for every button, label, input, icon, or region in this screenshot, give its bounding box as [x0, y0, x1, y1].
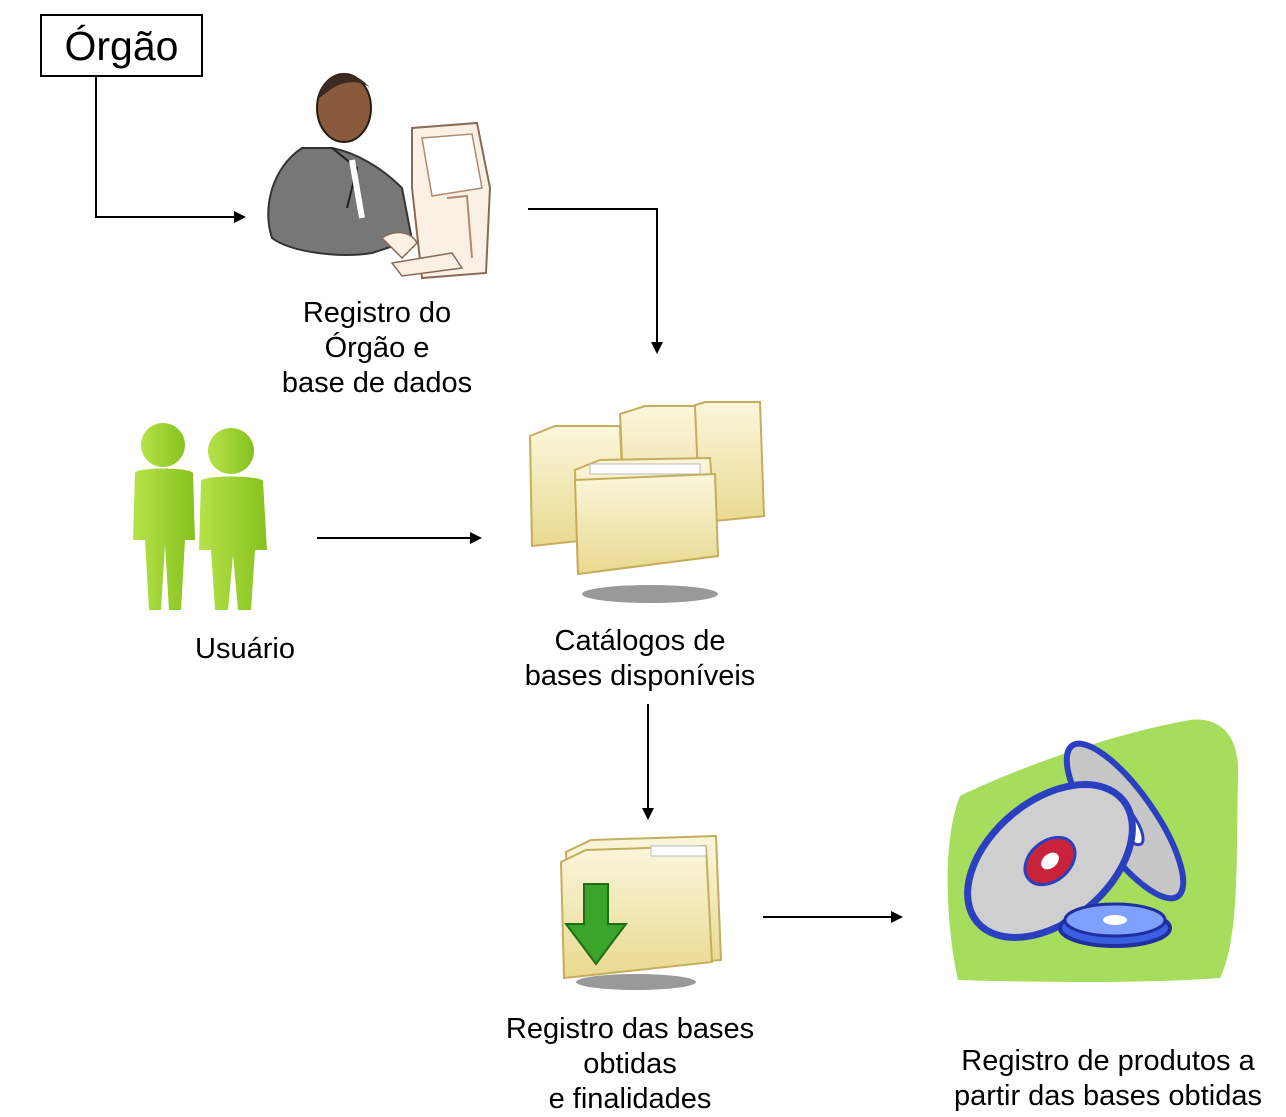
label-registro-orgao: Registro do Órgão e base de dados — [281, 297, 473, 399]
arrow-registro-to-catalogos — [528, 208, 663, 354]
folders-icon — [528, 401, 766, 603]
label-catalogos: Catálogos de bases disponíveis — [524, 625, 756, 692]
discs-icon — [947, 719, 1239, 982]
folder-download-icon — [559, 834, 723, 990]
label-registro-bases: Registro das bases obtidas e finalidades — [505, 1013, 755, 1115]
download-arrow-icon — [564, 883, 628, 966]
label-registro-produtos: Registro de produtos a partir das bases … — [954, 1045, 1262, 1112]
arrow-orgao-to-registro — [95, 77, 246, 223]
person-at-computer-icon — [267, 73, 492, 280]
users-icon — [133, 423, 267, 610]
label-usuario: Usuário — [195, 633, 295, 665]
orgao-box: Órgão — [40, 14, 203, 77]
